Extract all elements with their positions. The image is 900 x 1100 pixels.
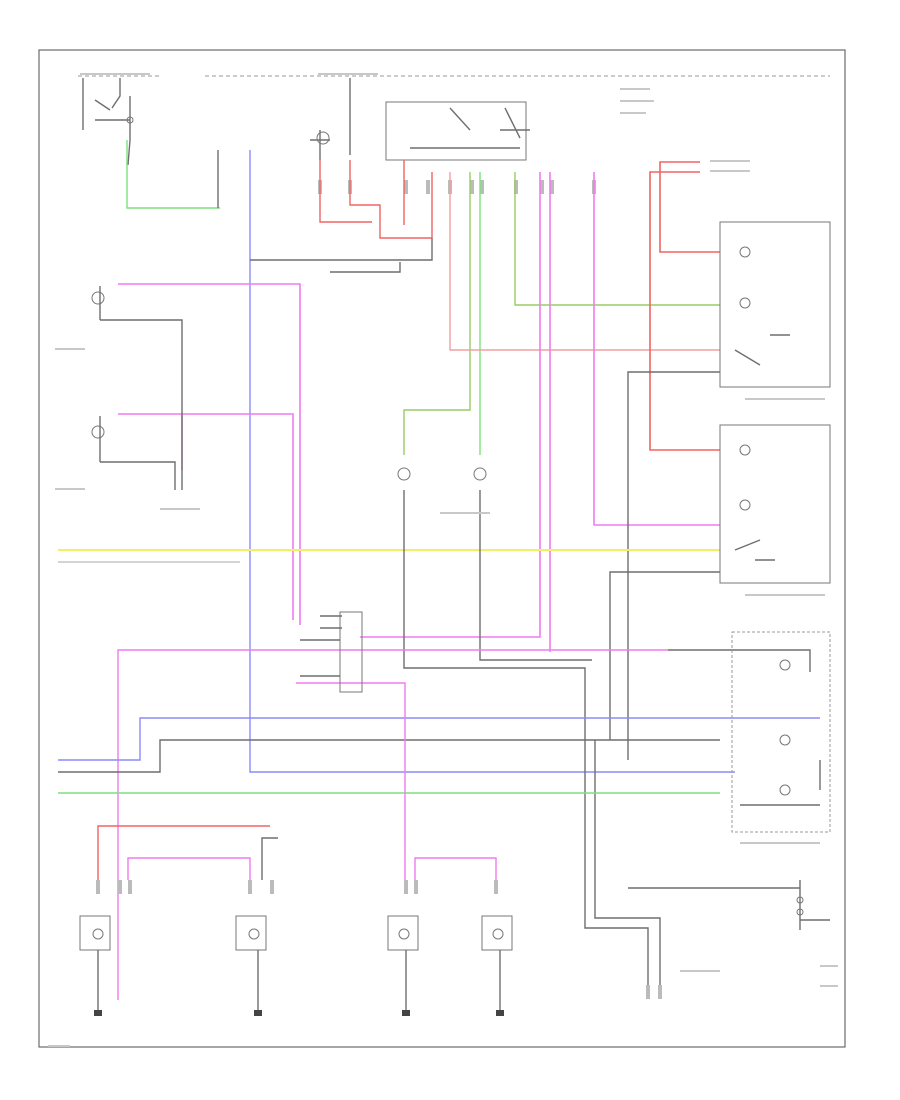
wire-pink-lower-2 — [127, 857, 251, 880]
wire-gray-long-2 — [479, 490, 592, 661]
top-connectors — [318, 180, 596, 194]
left-license-light — [397, 467, 411, 481]
lower-lamp-4 — [481, 915, 513, 1016]
tail-light-relay — [385, 101, 530, 161]
wire-green-top-left — [126, 140, 220, 209]
wire-red-to-switch — [449, 172, 720, 351]
wire-gray-long-3 — [594, 740, 661, 995]
wire-pink-right — [593, 172, 720, 526]
wire-blue-main — [249, 150, 735, 773]
right-ground-splice — [628, 880, 830, 930]
wire-gray-right-ground — [100, 461, 176, 490]
wire-pink-lower-3 — [414, 857, 497, 880]
instrument-cluster — [731, 631, 831, 833]
dimmer-relay — [300, 611, 363, 693]
wire-gray-right-2 — [609, 571, 720, 740]
wire-blue-cluster — [58, 717, 820, 761]
bottom-connectors — [96, 880, 662, 999]
wire-gray-long-1 — [403, 490, 649, 990]
diagram-frame — [38, 49, 846, 1048]
defog-switch — [719, 424, 831, 584]
wire-gray-center — [250, 238, 433, 261]
wire-red-right-1 — [659, 161, 720, 253]
wire-lightgreen-1 — [403, 172, 471, 455]
wire-pink-lower-1 — [296, 682, 406, 880]
wire-gray-cluster-3 — [58, 739, 720, 773]
lower-lamp-2 — [235, 915, 267, 1016]
left-tail-light — [91, 286, 105, 320]
wire-gray-right-vert — [627, 371, 720, 760]
wire-red-fuse-1 — [349, 160, 433, 239]
ignition-switch — [82, 78, 134, 166]
wire-red-right-2 — [649, 171, 720, 451]
wire-gray-lower — [261, 837, 278, 880]
wire-gray-center-2 — [330, 262, 401, 273]
right-tail-light — [91, 416, 105, 462]
wire-pink-right-tail — [118, 413, 294, 620]
fuse-block — [310, 78, 351, 160]
wire-green-3 — [514, 172, 720, 306]
wire-gray-cluster-2 — [668, 649, 811, 672]
wire-gray-left-ground — [100, 319, 183, 490]
wire-pink-left-tail — [118, 283, 301, 625]
wire-red-fuse-2 — [319, 160, 372, 223]
right-license-light — [473, 467, 487, 481]
lower-lamp-1 — [79, 915, 111, 1016]
wire-red-lower — [97, 825, 270, 880]
label-marks — [48, 73, 838, 1047]
lower-lamp-3 — [387, 915, 419, 1016]
rear-fog-switch — [719, 221, 831, 388]
wire-pink-center-1 — [360, 172, 541, 638]
